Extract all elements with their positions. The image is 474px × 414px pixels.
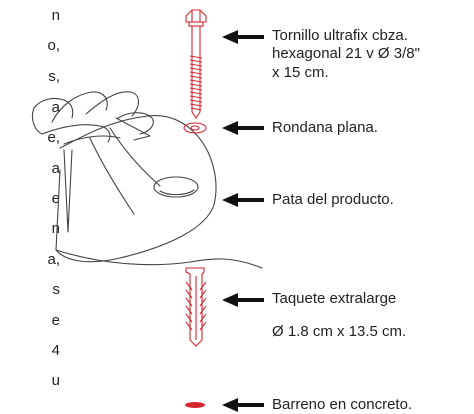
text-fragment: a — [51, 160, 60, 177]
foot-label: Pata del producto. — [272, 191, 394, 208]
drill-hole-mark — [185, 402, 205, 408]
text-fragment: n — [51, 7, 60, 24]
arrow-screw — [222, 30, 264, 44]
clipped-paragraph: n o, s, a e, a e n a, s e 4 u — [0, 0, 60, 414]
text-fragment: a, — [47, 251, 60, 268]
arrow-foot — [222, 193, 264, 207]
arrow-drill — [222, 398, 264, 412]
text-fragment: 4 — [51, 342, 60, 359]
text-fragment: e, — [47, 129, 60, 146]
text-fragment: o, — [47, 37, 60, 54]
text-fragment: n — [51, 220, 60, 237]
anchor-label-line1: Taquete extralarge — [272, 290, 397, 307]
text-fragment: s — [52, 281, 61, 298]
arrow-washer — [222, 121, 264, 135]
text-fragment: s, — [48, 68, 60, 85]
screw-label-line3: x 15 cm. — [272, 64, 329, 81]
drill-label: Barreno en concreto. — [272, 396, 413, 413]
text-fragment: e — [51, 312, 60, 329]
screw-label-line1: Tornillo ultrafix cbza. — [272, 27, 408, 44]
washer-label: Rondana plana. — [272, 119, 378, 136]
pointer-arrows — [222, 30, 264, 412]
wall-anchor-drawing — [185, 267, 207, 347]
anchor-label-line2: Ø 1.8 cm x 13.5 cm. — [272, 323, 407, 340]
arrow-anchor — [222, 293, 264, 307]
text-fragment: u — [51, 372, 60, 389]
screw-label-line2: hexagonal 21 v Ø 3/8" — [272, 45, 420, 62]
text-fragment: a — [51, 99, 60, 116]
text-fragment: e — [51, 190, 60, 207]
lag-screw-drawing — [185, 9, 207, 119]
flat-washer-drawing — [183, 122, 207, 134]
product-foot-drawing — [31, 91, 263, 269]
